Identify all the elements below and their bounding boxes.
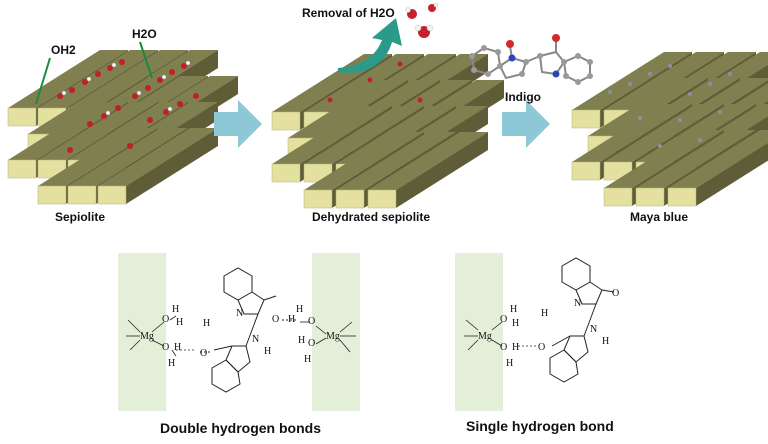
sepiolite-surface-right bbox=[312, 253, 360, 411]
o-atom: O bbox=[200, 348, 207, 359]
h-atom: H bbox=[264, 346, 271, 357]
h-atom: H bbox=[298, 335, 305, 346]
sepiolite-surface-single bbox=[455, 253, 503, 411]
o-atom: O bbox=[162, 314, 169, 325]
indigo-label: Indigo bbox=[505, 90, 541, 104]
h-atom: H bbox=[174, 342, 181, 353]
h-atom: H bbox=[602, 336, 609, 347]
h-atom: H bbox=[168, 358, 175, 369]
mg-atom: Mg bbox=[478, 331, 492, 342]
single-hbond-label: Single hydrogen bond bbox=[466, 418, 614, 434]
h2o-pointer bbox=[139, 41, 153, 79]
dehydrated-sepiolite-label: Dehydrated sepiolite bbox=[312, 210, 431, 224]
oh2-pointer bbox=[35, 57, 51, 105]
right-arrow-icon bbox=[214, 100, 262, 148]
h-atom: H bbox=[176, 317, 183, 328]
sepiolite-structure bbox=[7, 41, 239, 205]
sepiolite-surface-left bbox=[118, 253, 166, 411]
mg-atom-right: Mg bbox=[326, 331, 340, 342]
oh2-label: OH2 bbox=[51, 43, 76, 57]
maya-blue-structure bbox=[571, 51, 768, 207]
o-atom: O bbox=[500, 314, 507, 325]
h-atom: H bbox=[296, 304, 303, 315]
n-atom: N bbox=[236, 308, 243, 319]
h-atom: H bbox=[510, 304, 517, 315]
double-hbond-label: Double hydrogen bonds bbox=[160, 420, 321, 436]
h-atom: H bbox=[172, 304, 179, 315]
sepiolite-label: Sepiolite bbox=[55, 210, 106, 224]
o-atom: O bbox=[308, 338, 315, 349]
o-atom: O bbox=[162, 342, 169, 353]
right-arrow-icon bbox=[502, 100, 550, 148]
o-atom: O bbox=[538, 342, 545, 353]
maya-blue-label: Maya blue bbox=[630, 210, 689, 224]
h-atom: H bbox=[541, 308, 548, 319]
h-atom: H bbox=[512, 318, 519, 329]
h-atom: H bbox=[203, 318, 210, 329]
o-atom: O bbox=[308, 316, 315, 327]
h-atom: H bbox=[506, 358, 513, 369]
h-atom: H bbox=[304, 354, 311, 365]
single-hbond-scheme: Mg O H H O H H O O N N H H bbox=[455, 253, 619, 411]
removal-label: Removal of H2O bbox=[302, 6, 395, 20]
dehydrated-sepiolite-structure bbox=[271, 53, 505, 209]
o-atom: O bbox=[612, 288, 619, 299]
n-atom: N bbox=[590, 324, 597, 335]
o-atom: O bbox=[272, 314, 279, 325]
n-atom: N bbox=[252, 334, 259, 345]
n-atom: N bbox=[574, 298, 581, 309]
double-hbond-scheme: Mg O H H O H H O O N N H H H bbox=[118, 253, 360, 411]
h2o-label: H2O bbox=[132, 27, 157, 41]
h-atom: H bbox=[512, 342, 519, 353]
water-molecule-icons bbox=[405, 2, 439, 38]
removal-arrow-icon bbox=[338, 18, 402, 73]
water-molecules bbox=[57, 59, 199, 153]
mg-atom-left: Mg bbox=[140, 331, 154, 342]
h-atom: H bbox=[288, 314, 295, 325]
o-atom: O bbox=[500, 342, 507, 353]
